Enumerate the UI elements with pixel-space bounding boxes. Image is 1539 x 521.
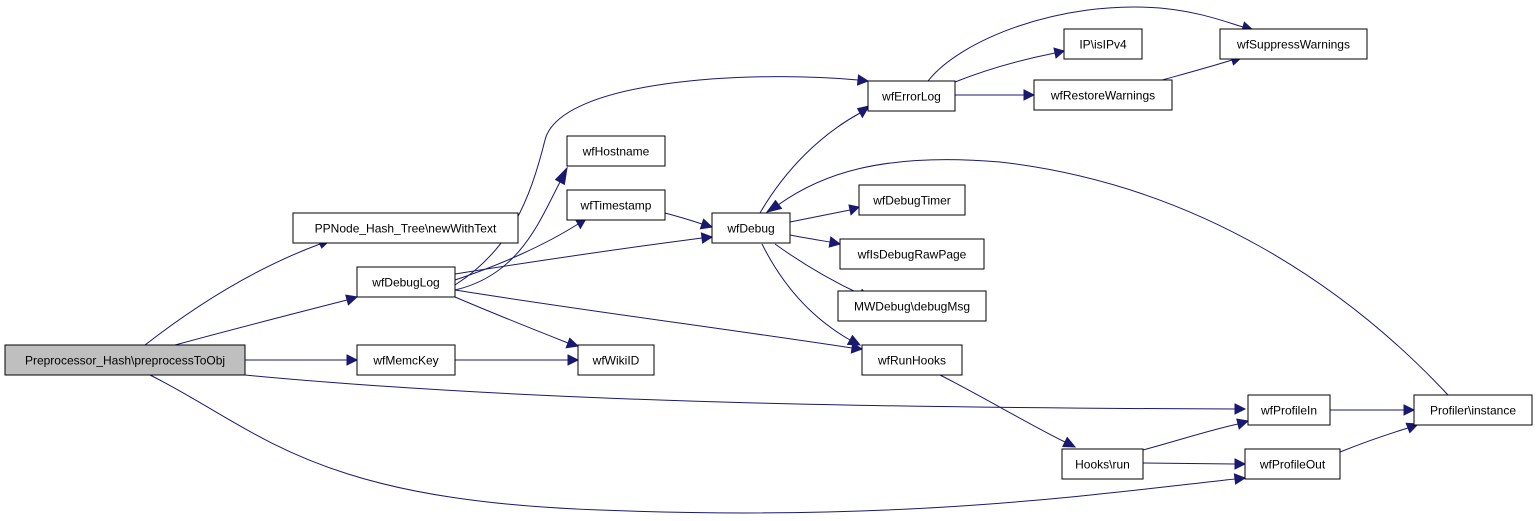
edges <box>144 6 1449 514</box>
node-box <box>837 290 987 322</box>
edge-wfDebug-wfIsDebugRawPage <box>789 234 842 248</box>
node-label: wfProfileIn <box>1260 404 1317 418</box>
edge-wfProfileOut-profiler <box>1339 422 1420 453</box>
edge-root-wfProfileOut <box>149 374 1247 514</box>
edge-wfDebugLog-wfRunHooks <box>454 289 864 354</box>
node-wfprofilein[interactable]: wfProfileIn <box>1247 394 1331 426</box>
edge-profiler-wfDebug <box>765 159 1449 396</box>
node-box <box>1413 394 1533 426</box>
node-box <box>356 344 456 376</box>
node-label: wfMemcKey <box>372 354 438 368</box>
edge-wfErrorLog-ipv4 <box>954 47 1066 83</box>
node-label: PPNode_Hash_Tree\newWithText <box>315 222 497 236</box>
node-box <box>858 184 966 216</box>
node-label: wfDebugTimer <box>872 194 951 208</box>
node-label: wfDebug <box>726 222 774 236</box>
node-ip-isipv4[interactable]: IP\isIPv4 <box>1063 28 1143 60</box>
node-label: wfErrorLog <box>881 90 941 104</box>
edge-wfTimestamp-wfDebug <box>664 212 714 230</box>
node-label: wfHostname <box>582 145 650 159</box>
node-wfdebugtimer[interactable]: wfDebugTimer <box>858 184 966 216</box>
node-label: wfRestoreWarnings <box>1050 89 1155 103</box>
node-box <box>861 344 963 376</box>
node-wfisdebugrawpage[interactable]: wfIsDebugRawPage <box>839 238 985 270</box>
node-wferrorlog[interactable]: wfErrorLog <box>867 80 956 112</box>
node-wfdebuglog[interactable]: wfDebugLog <box>356 266 456 298</box>
node-label: wfProfileOut <box>1259 458 1326 472</box>
edge-wfDebugLog-wfWikiID <box>454 296 580 349</box>
node-wfmemckey[interactable]: wfMemcKey <box>356 344 456 376</box>
node-label: IP\isIPv4 <box>1079 38 1127 52</box>
node-label: Hooks\run <box>1075 458 1130 472</box>
edge-wfDebug-wfRunHooks <box>761 243 862 346</box>
edge-root-wfDebugLog <box>174 294 359 346</box>
edge-root-wfProfileIn <box>244 374 1247 415</box>
node-label: wfDebugLog <box>371 276 439 290</box>
node-box <box>839 238 985 270</box>
node-box <box>1061 448 1144 480</box>
node-box <box>292 212 519 244</box>
edge-wfErrorLog-wfRestoreWarnings <box>955 89 1036 101</box>
node-label: MWDebug\debugMsg <box>854 300 970 314</box>
edge-wfDebugLog-wfHostname <box>454 166 568 291</box>
node-box <box>4 344 246 376</box>
node-wfrunhooks[interactable]: wfRunHooks <box>861 344 963 376</box>
node-box <box>577 344 655 376</box>
node-ppnode-hash-tree-newwithtext[interactable]: PPNode_Hash_Tree\newWithText <box>292 212 519 244</box>
edge-hooksrun-wfProfileOut <box>1142 458 1247 470</box>
node-box <box>1247 394 1331 426</box>
node-box <box>1244 448 1341 480</box>
node-label: wfRunHooks <box>877 354 946 368</box>
node-label: wfIsDebugRawPage <box>857 248 967 262</box>
node-wfwikiid[interactable]: wfWikiID <box>577 344 655 376</box>
node-label: Preprocessor_Hash\preprocessToObj <box>25 354 225 368</box>
node-wfdebug[interactable]: wfDebug <box>711 212 791 244</box>
node-wfsuppresswarnings[interactable]: wfSuppressWarnings <box>1219 28 1368 60</box>
node-box <box>566 135 666 167</box>
edge-wfDebugLog-wfDebug <box>454 232 714 275</box>
node-box <box>1063 28 1143 60</box>
edge-wfProfileIn-profiler <box>1330 404 1416 416</box>
node-profiler-instance[interactable]: Profiler\instance <box>1413 394 1533 426</box>
edge-wfDebug-wfDebugTimer <box>789 204 861 223</box>
edge-wfMemcKey-wfWikiID <box>455 354 580 366</box>
edge-root-ppnode <box>144 238 332 346</box>
node-wftimestamp[interactable]: wfTimestamp <box>566 189 666 221</box>
node-box <box>1219 28 1368 60</box>
node-box <box>711 212 791 244</box>
node-box <box>566 189 666 221</box>
node-wfhostname[interactable]: wfHostname <box>566 135 666 167</box>
node-mwdebug-debugmsg[interactable]: MWDebug\debugMsg <box>837 290 987 322</box>
edge-hooksrun-wfProfileIn <box>1142 418 1250 451</box>
node-preprocessor-hash-preprocesstoobj[interactable]: Preprocessor_Hash\preprocessToObj <box>4 344 246 376</box>
node-wfprofileout[interactable]: wfProfileOut <box>1244 448 1341 480</box>
edge-wfDebug-wfErrorLog <box>759 105 871 214</box>
edge-root-wfMemcKey <box>245 354 359 366</box>
node-box <box>1033 79 1173 111</box>
node-box <box>356 266 456 298</box>
nodes: Preprocessor_Hash\preprocessToObj PPNode… <box>4 28 1533 480</box>
node-label: wfWikiID <box>592 354 640 368</box>
node-label: Profiler\instance <box>1430 404 1516 418</box>
node-hooks-run[interactable]: Hooks\run <box>1061 448 1144 480</box>
node-label: wfTimestamp <box>580 199 652 213</box>
node-label: wfSuppressWarnings <box>1236 38 1350 52</box>
node-wfrestorewarnings[interactable]: wfRestoreWarnings <box>1033 79 1173 111</box>
edge-wfRunHooks-hooksrun <box>937 373 1077 448</box>
node-box <box>867 80 956 112</box>
